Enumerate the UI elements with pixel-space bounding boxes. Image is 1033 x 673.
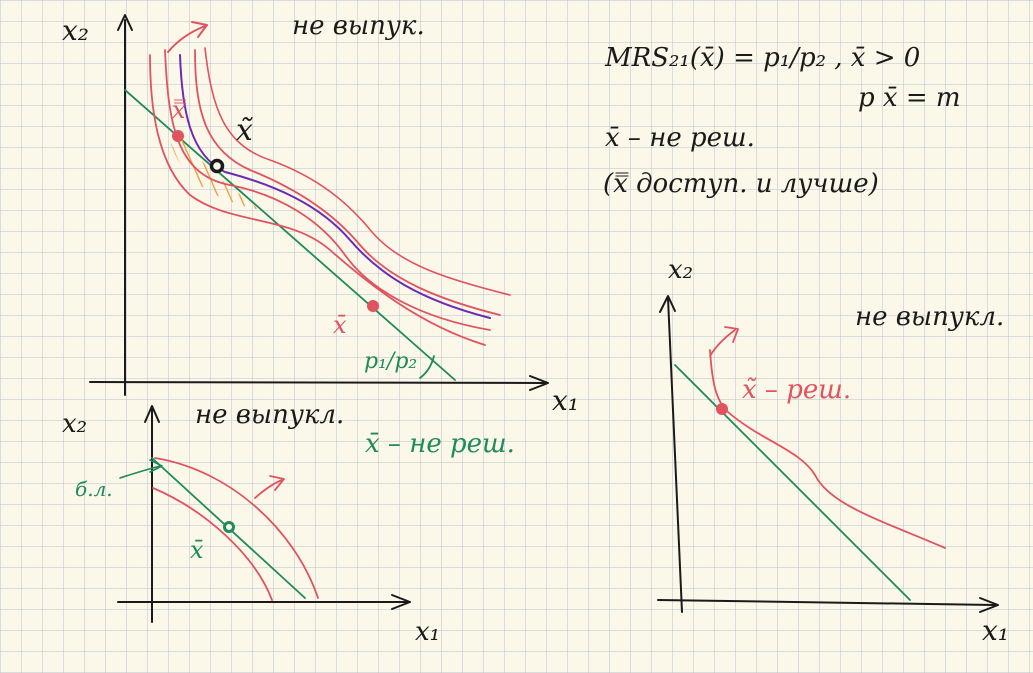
top-left-indifference-curve-3	[194, 49, 501, 316]
top-left-indifference-curve-4	[204, 47, 511, 296]
bottom-left-graph	[117, 405, 411, 623]
top-left-bar-label: x̄	[333, 311, 347, 339]
formula-line-4: (x̿ доступ. и лучше)	[603, 169, 879, 199]
right-point-tilde	[716, 403, 728, 415]
right-point-note: x̃ – реш.	[742, 375, 851, 405]
right-graph	[657, 295, 999, 613]
top-left-point-tilde	[209, 158, 225, 174]
labels: x₂ не выпук. x̿ x̃ x̄ p₁/p₂ x₁ MRS₂₁(x̄)…	[62, 11, 1009, 647]
right-preference-arrowhead	[724, 326, 739, 343]
right-note: не выпукл.	[855, 302, 1004, 332]
right-y-axis	[667, 297, 683, 613]
top-left-x-axis-label: x₁	[552, 384, 579, 417]
top-left-point-bar	[367, 300, 379, 312]
top-left-preference-arrowhead	[191, 21, 208, 38]
top-left-purple-curve	[179, 54, 491, 319]
top-left-graph	[89, 14, 549, 396]
bottom-left-preference-arrow	[254, 479, 283, 499]
formula-line-3: x̄ – не реш.	[605, 123, 755, 153]
bottom-left-x-axis-label: x₁	[415, 617, 440, 647]
right-y-axis-label: x₂	[668, 255, 693, 285]
top-left-point-double-bar	[172, 130, 184, 142]
bottom-left-bar-label: x̄	[190, 536, 204, 564]
bottom-left-budget-label-arrow	[119, 465, 161, 479]
top-left-x-axis	[89, 381, 546, 384]
bottom-left-note: не выпукл.	[195, 400, 344, 430]
top-left-x-axis-arrow	[529, 375, 549, 391]
top-left-preference-arrow	[167, 25, 206, 53]
top-left-double-bar-label: x̿	[172, 96, 186, 124]
right-preference-arrow	[709, 329, 736, 357]
right-budget-line	[674, 364, 911, 601]
right-x-axis-arrow	[979, 597, 999, 613]
top-left-y-axis-label: x₂	[62, 14, 89, 47]
bottom-left-indifference-curve-1	[152, 487, 273, 601]
top-left-y-axis-arrow	[117, 14, 133, 31]
bottom-left-y-axis-arrow	[144, 405, 160, 423]
bottom-left-budget-label: б.л.	[75, 477, 113, 501]
bottom-left-preference-arrowhead	[269, 475, 285, 491]
formula-line-1: MRS₂₁(x̄) = p₁/p₂ , x̄ > 0	[604, 43, 920, 73]
top-left-slope-arc	[419, 355, 435, 379]
right-indifference-curve	[709, 349, 946, 549]
right-x-axis	[657, 599, 996, 606]
top-left-tilde-label: x̃	[236, 113, 254, 148]
bottom-left-green-note: x̄ – не реш.	[365, 429, 515, 459]
bottom-left-y-axis-label: x₂	[62, 409, 87, 439]
right-y-axis-arrow	[659, 295, 676, 313]
top-left-note: не выпук.	[292, 11, 425, 41]
top-left-indifference-curve-1	[149, 54, 486, 346]
bottom-left-point-bar	[223, 521, 235, 533]
formula-line-2: p x̄ = m	[858, 83, 961, 113]
right-x-axis-label: x₁	[982, 614, 1009, 647]
bottom-left-x-axis-arrow	[391, 594, 411, 610]
bottom-left-budget-label-arrowhead	[149, 459, 163, 473]
top-left-slope-label: p₁/p₂	[364, 349, 417, 374]
bottom-left-indifference-curve-2	[154, 457, 319, 599]
